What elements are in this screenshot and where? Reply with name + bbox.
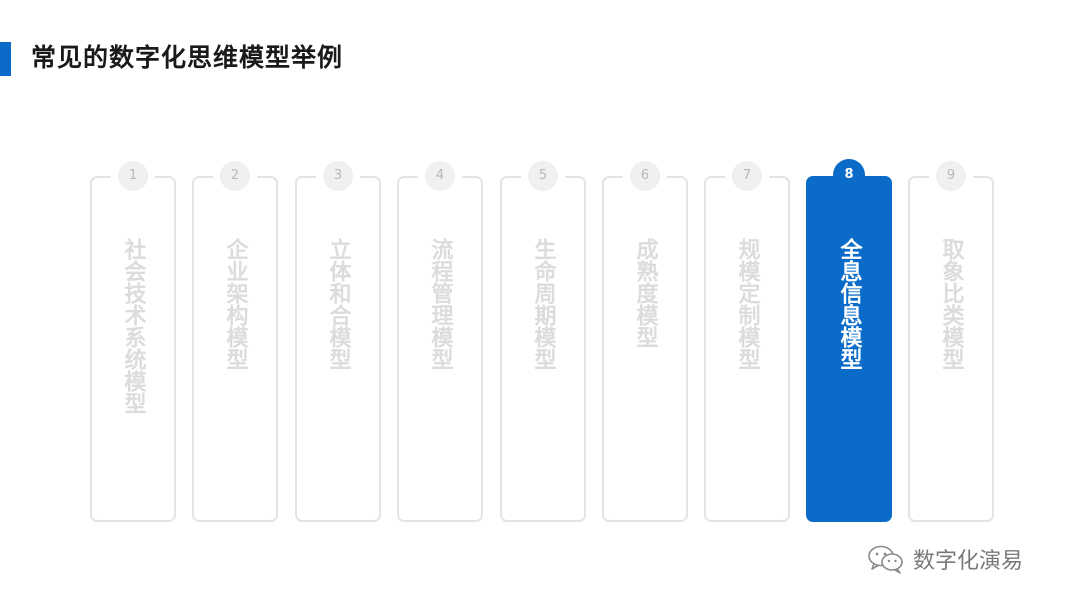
model-card-3[interactable]: 3 立体和合模型 <box>295 161 381 522</box>
model-label: 规模定制模型 <box>734 238 760 370</box>
model-label: 流程管理模型 <box>427 238 453 370</box>
model-card-7[interactable]: 7 规模定制模型 <box>704 161 790 522</box>
model-label: 生命周期模型 <box>530 238 556 370</box>
page-title: 常见的数字化思维模型举例 <box>31 43 344 72</box>
model-card-9[interactable]: 9 取象比类模型 <box>908 161 994 522</box>
model-card-6[interactable]: 6 成熟度模型 <box>602 161 688 522</box>
model-number-badge: 6 <box>630 161 660 191</box>
model-number-badge: 2 <box>220 161 250 191</box>
title-accent-bar <box>0 42 11 76</box>
model-label: 成熟度模型 <box>632 238 658 348</box>
model-number-badge: 8 <box>833 159 865 191</box>
model-number-badge: 4 <box>425 161 455 191</box>
watermark-text: 数字化演易 <box>913 549 1024 574</box>
model-number-badge: 1 <box>118 161 148 191</box>
model-number-badge: 9 <box>936 161 966 191</box>
model-label: 社会技术系统模型 <box>120 238 146 414</box>
model-card-1[interactable]: 1 社会技术系统模型 <box>90 161 176 522</box>
model-card-4[interactable]: 4 流程管理模型 <box>397 161 483 522</box>
model-label: 立体和合模型 <box>325 238 351 370</box>
model-card-5[interactable]: 5 生命周期模型 <box>500 161 586 522</box>
model-label: 全息信息模型 <box>836 238 862 370</box>
model-number-badge: 3 <box>323 161 353 191</box>
model-card-8[interactable]: 8 全息信息模型 <box>806 159 892 522</box>
model-number-badge: 5 <box>528 161 558 191</box>
wechat-icon <box>867 544 905 574</box>
model-card-2[interactable]: 2 企业架构模型 <box>192 161 278 522</box>
model-number-badge: 7 <box>732 161 762 191</box>
watermark: 数字化演易 <box>867 541 1023 577</box>
model-label: 取象比类模型 <box>938 238 964 370</box>
model-label: 企业架构模型 <box>222 238 248 370</box>
